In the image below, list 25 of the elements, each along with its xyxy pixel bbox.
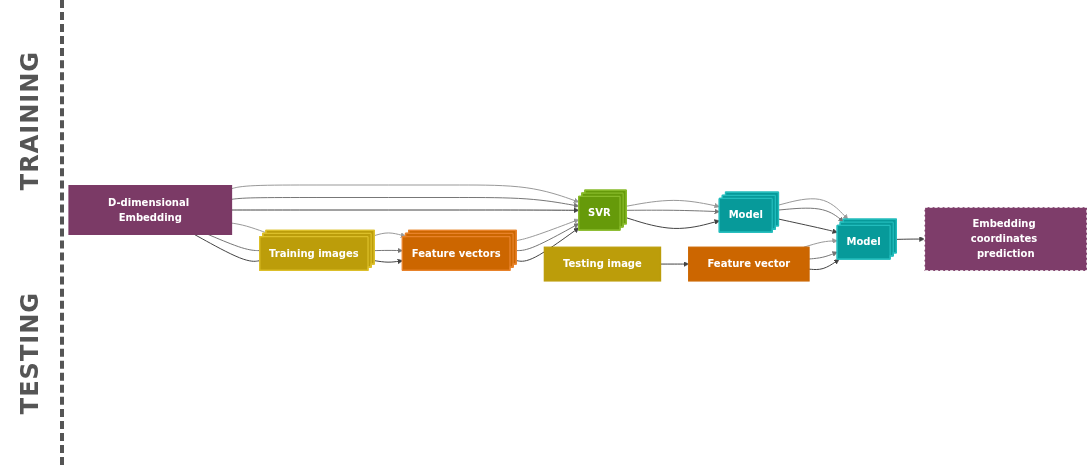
arrow <box>516 222 580 251</box>
arrow <box>896 235 925 242</box>
arrow <box>778 197 849 220</box>
section-label: TESTING <box>16 291 44 415</box>
arrow <box>231 196 580 208</box>
connector <box>193 233 261 262</box>
node-box: Testing image <box>543 246 662 282</box>
arrow <box>778 218 838 234</box>
arrow <box>626 208 720 214</box>
arrow <box>231 184 580 203</box>
node-box: D-dimensional Embedding <box>68 184 233 235</box>
arrow <box>516 227 580 262</box>
section-label: TRAINING <box>16 50 44 191</box>
arrow <box>516 218 580 241</box>
arrow <box>374 258 403 264</box>
node-box: Feature vector <box>688 246 810 282</box>
connector <box>207 233 261 251</box>
arrow <box>660 260 689 267</box>
arrow <box>374 231 407 238</box>
arrow <box>626 216 720 229</box>
node-box: Embedding coordinates prediction <box>923 206 1088 272</box>
arrow <box>374 247 403 253</box>
arrow <box>626 199 720 208</box>
arrow <box>231 207 580 213</box>
arrow <box>778 207 844 222</box>
